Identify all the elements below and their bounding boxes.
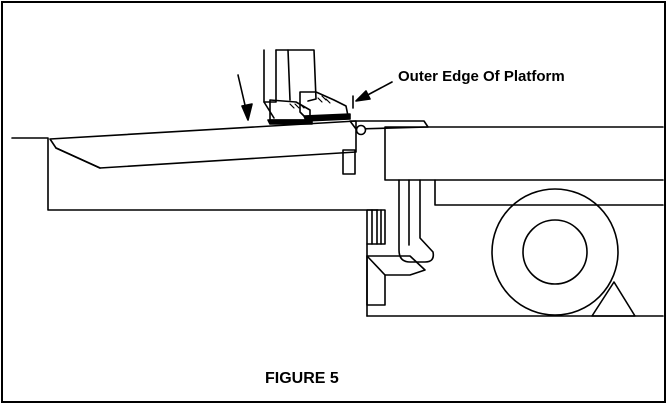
landing-gear-leg (398, 179, 435, 263)
operator-feet (263, 49, 351, 125)
trailer-bed (366, 126, 664, 317)
leveler-deck (49, 120, 357, 175)
trailer-wheel (491, 188, 636, 317)
pointer-arrows (237, 74, 393, 121)
dock-bumper (366, 209, 426, 317)
figure-caption: FIGURE 5 (265, 370, 339, 387)
callout-label: Outer Edge Of Platform (398, 68, 565, 85)
figure-frame (1, 1, 666, 403)
dock-pit-outline (11, 137, 379, 211)
